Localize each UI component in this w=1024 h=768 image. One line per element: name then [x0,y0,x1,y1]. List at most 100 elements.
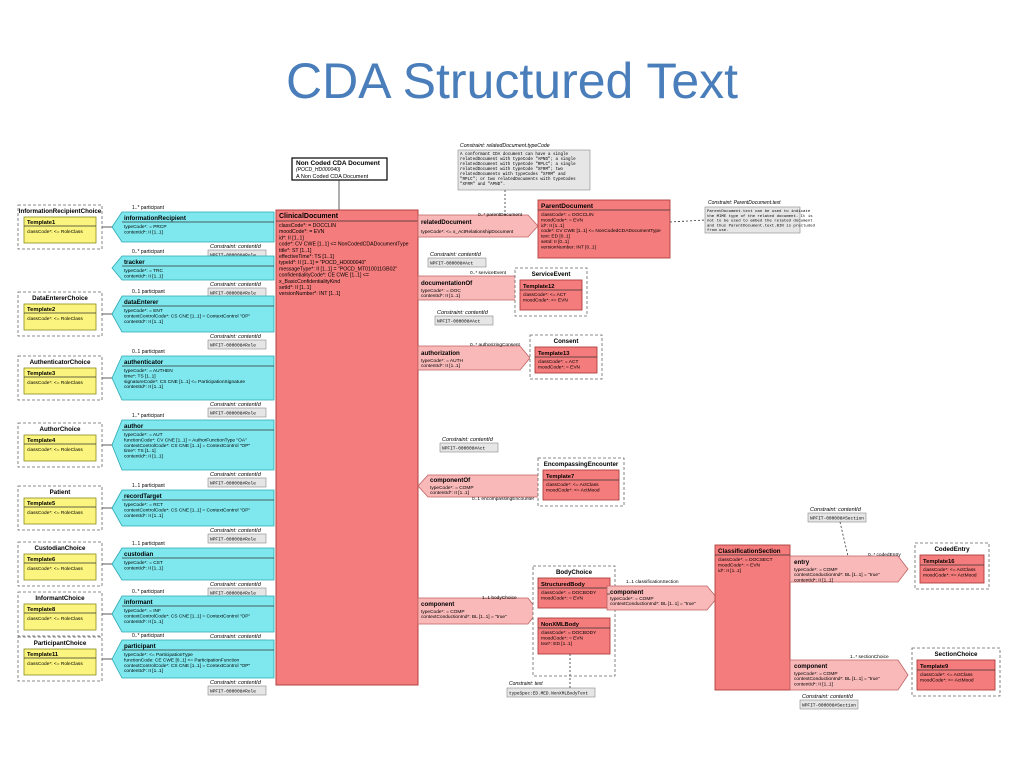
template-box-Template3 [23,367,97,395]
template-name-Template11: Template11 [27,652,59,658]
noncoded-sub: (POCD_HD000040) [296,167,341,173]
note-parent-line: from use. [707,228,729,233]
note-related-line: "XFRM" and "APND". [460,182,505,187]
class-parentDocument-attr: text: ED [0..1] [541,234,570,240]
template-attr-Template11: classCode*: <= RoleClass [27,661,83,667]
constraint-entry-box [807,512,867,523]
assoc-component2 [606,585,718,611]
constraint-authenticator-box [207,407,267,418]
assoc-attr-documentationOf: contentId*: II [1..1] [421,293,460,299]
constraint-tracker-value: NPFIT-000008#Role [210,291,256,297]
assoc-name-informant: informant [124,599,153,606]
template-name-Template8: Template8 [27,607,56,613]
class-parentDocument-attr: id*: II [1..1] [541,223,564,229]
choice-serviceEvent-tpl [519,279,583,311]
choice-name-recordTarget: Patient [50,489,71,496]
assoc-attr-author: typeCode*: = AUT [124,432,163,438]
note-parent-title: Constraint: ParentDocument.text [708,200,781,206]
class-structuredBody-name: StructuredBody [541,582,586,588]
choice-consent-tpl-attr: moodCode*: = EVN [538,364,581,370]
template-attr-Template5: classCode*: <= RoleClass [27,510,83,516]
assoc-attr-recordTarget: contentId*: II [1..1] [124,513,163,519]
choice-name-authenticator: AuthenticatorChoice [30,359,91,366]
assoc-attr-tracker: typeCode*: = TRC [124,268,164,274]
assoc-attr-component2: contextConductionInd*: BL [1..1] = "true… [610,601,696,607]
assoc-attr-authorization: contentId*: II [1..1] [421,363,460,369]
noncoded-name: Non Coded CDA Document [296,160,381,167]
constraint-participant-box [207,685,267,696]
constraint-documentationOf-box [427,257,487,268]
assoc-attr-recordTarget: contextControlCode*: CS CNE [1..1] = Con… [124,507,250,513]
assoc-name-recordTarget: recordTarget [124,493,162,500]
noncoded-desc: A Non Coded CDA Document [296,174,369,180]
assoc-attr-dataEnterer: typeCode*: = ENT [124,308,163,314]
choice-name-informationRecipient: InformationRecipientChoice [19,208,102,215]
assoc-name-dataEnterer: dataEnterer [124,299,159,306]
template-attr-Template2: classCode*: <= RoleClass [27,316,83,322]
choice-codedEntry-tpl [919,554,985,584]
clinical-attr: typeId*: II [1..1] = "POCD_HD000040" [279,260,366,266]
assoc-dataEnterer [111,295,275,333]
constraint-authenticator-value: NPFIT-000008#Role [210,411,256,417]
assoc-attr-authenticator: time*: TS [1..1] [124,373,156,379]
assoc-attr-participant: contentId*: II [1..1] [124,668,163,674]
assoc-mult-component2: 1..1 classificationSection [626,579,679,585]
template-box-Template2 [23,303,97,331]
constraint-entry-title: Constraint: contentId [810,507,862,513]
class-parentDocument-attr: moodCode*: = EVN [541,217,584,223]
template-attr-Template4: classCode*: <= RoleClass [27,447,83,453]
assoc-attr-component: typeCode*: = COMP [421,609,465,615]
class-nonXMLBody-attr: text*: ED [1..1] [541,641,572,647]
class-classificationSection-attr: moodCode*: = EVN [718,562,761,568]
assoc-mult-component3: 1..* sectionChoice [850,654,889,660]
assoc-attr-participant: typeCode*: <= ParticipationType [124,652,193,658]
assoc-attr-authorization: typeCode*: = AUTH [421,358,464,364]
class-parentDocument-attr: classCode*: = DOCCLIN [541,212,594,218]
assoc-component3 [789,659,909,691]
assoc-attr-authenticator: contentId*: II [1..1] [124,384,163,390]
assoc-mult-authorization: 0..* authorizingConsent [470,342,521,348]
class-parentDocument-name: ParentDocument [541,203,594,210]
class-classificationSection-attr: classCode*: = DOCSECT [718,557,773,563]
constraint-informationRecipient-title: Constraint: contentId [210,244,262,250]
assoc-attr-documentationOf: typeCode*: = DOC [421,288,461,294]
assoc-attr-informant: contextControlCode*: CS CNE [1..1] = Con… [124,613,250,619]
assoc-attr-entry: contentId*: II [1..1] [794,577,833,583]
clinical-attr: effectiveTime*: TS [1..1] [279,254,335,260]
clinical-attr: confidentialityCode*: CE CWE [1..1] <= [279,273,369,279]
choice-codedEntry-tpl-name: Template16 [923,559,955,565]
constraint-informant-title: Constraint: contentId [210,634,262,640]
assoc-mult-entry: 0..* codedEntry [868,552,901,558]
assoc-attr-participant: contextControlCode*: CS CNE [1..1] = Con… [124,663,250,669]
assoc-author [111,419,275,471]
choice-body-title: BodyChoice [556,569,593,576]
class-parentDocument-attr: versionNumber: INT [0..1] [541,244,596,250]
assoc-attr-componentOf: contentId*: II [1..1] [430,490,469,496]
note-related-line: relatedDocument with typeCode "APND"; a … [460,157,576,162]
constraint-recordTarget-box [207,533,267,544]
choice-name-participant: ParticipantChoice [34,640,87,647]
assoc-name-documentationOf: documentationOf [421,280,473,287]
assoc-tracker [111,255,275,281]
choice-name-dataEnterer: DataEntererChoice [32,295,88,302]
assoc-name-component: component [421,601,454,608]
assoc-mult-participant: 0..* participant [132,633,165,639]
assoc-name-entry: entry [794,559,810,566]
constraint-component3-box [799,699,859,710]
class-parentDocument-attr: setId: II [0..1] [541,239,569,245]
constraint-authorization-title: Constraint: contentId [437,310,489,316]
constraint-authenticator-title: Constraint: contentId [210,402,262,408]
class-nonXMLBody-attr: moodCode*: = EVN [541,635,584,641]
constraint-component3-value: NPFIT-000008#Section [802,703,856,709]
assoc-attr-informationRecipient: contentId*: II [1..1] [124,229,163,235]
clinical-attr: messageType*: II [1..1] = "POCD_MT010011… [279,266,397,272]
constraint-component3-title: Constraint: contentId [802,694,854,700]
template-box-Template6 [23,553,97,581]
constraint-componentOf-box [439,442,499,453]
clinical-document-class [275,209,419,686]
clinical-attr: id*: II [1..1] [279,235,304,241]
note-text-box [506,687,596,698]
choice-codedEntry-tpl-attr: classCode*: <= ActClass [923,567,976,573]
assoc-attr-author: contextControlCode*: CS CNE [1..1] = Con… [124,443,250,449]
